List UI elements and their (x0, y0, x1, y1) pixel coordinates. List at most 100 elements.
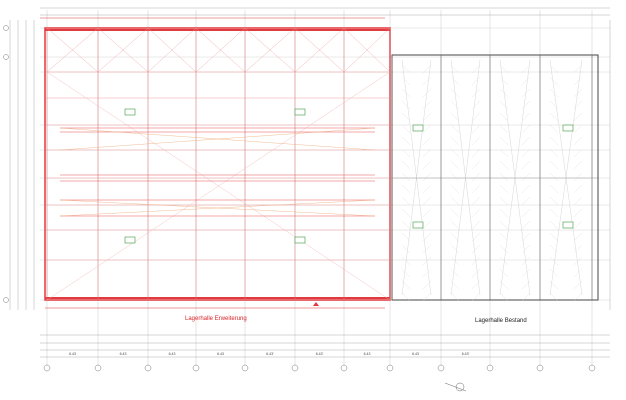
extension-bracing (46, 27, 99, 73)
existing-rack (471, 160, 481, 170)
existing-rack (450, 100, 460, 110)
existing-rack (521, 76, 531, 86)
equipment-marker (124, 108, 136, 116)
existing-rack (471, 208, 481, 218)
existing-rack (450, 136, 460, 146)
existing-rack (450, 124, 460, 134)
existing-rack (401, 172, 411, 182)
existing-rack (573, 124, 583, 134)
existing-rack (573, 88, 583, 98)
existing-rack (521, 220, 531, 230)
existing-rack (401, 208, 411, 218)
grid-axis-bubble (94, 364, 102, 372)
existing-rack (401, 244, 411, 254)
grid-axis-bubble (192, 364, 200, 372)
existing-rack (549, 124, 559, 134)
equipment-marker (412, 221, 424, 229)
existing-rack (499, 208, 509, 218)
bay-dimension-label: 6.43 (69, 352, 76, 356)
existing-rack (573, 280, 583, 290)
existing-rack (450, 148, 460, 158)
existing-rack (549, 268, 559, 278)
existing-rack (422, 172, 432, 182)
existing-rack (450, 220, 460, 230)
grid-axis-bubble (291, 364, 299, 372)
grid-axis-bubble (588, 364, 596, 372)
existing-rack (401, 280, 411, 290)
existing-rack (573, 256, 583, 266)
existing-rack (450, 256, 460, 266)
existing-rack (549, 280, 559, 290)
existing-rack (471, 64, 481, 74)
existing-rack (521, 196, 531, 206)
existing-rack (573, 64, 583, 74)
existing-rack (499, 292, 509, 302)
grid-axis-bubble (340, 364, 348, 372)
existing-rack (422, 184, 432, 194)
extension-rail-brace (59, 199, 376, 217)
equipment-marker (412, 124, 424, 132)
existing-bracing (401, 59, 432, 296)
existing-rack (521, 232, 531, 242)
existing-rack (471, 124, 481, 134)
grid-row-bubble (3, 297, 9, 303)
existing-rack (499, 184, 509, 194)
existing-rack (401, 76, 411, 86)
existing-rack (499, 256, 509, 266)
existing-rack (499, 268, 509, 278)
existing-rack (450, 232, 460, 242)
existing-rack (573, 244, 583, 254)
bay-dimension-label: 6.43' (461, 352, 470, 356)
existing-rack (471, 244, 481, 254)
existing-rack (471, 280, 481, 290)
existing-rack (521, 124, 531, 134)
existing-rack (521, 256, 531, 266)
existing-rack (521, 100, 531, 110)
existing-rack (573, 148, 583, 158)
existing-rack (471, 292, 481, 302)
existing-rack (450, 280, 460, 290)
extension-bracing (46, 71, 391, 301)
existing-rack (549, 232, 559, 242)
grid-axis-bubble (144, 364, 152, 372)
existing-rack (549, 196, 559, 206)
existing-rack (573, 76, 583, 86)
existing-rack (499, 100, 509, 110)
existing-rack (401, 100, 411, 110)
existing-rack (573, 292, 583, 302)
existing-rack (549, 64, 559, 74)
existing-rack (422, 220, 432, 230)
existing-rack (401, 160, 411, 170)
existing-rack (450, 244, 460, 254)
grid-axis-bubble (241, 364, 249, 372)
bay-dimension-label: 6.43 (168, 352, 176, 356)
existing-rack (573, 232, 583, 242)
existing-rack (549, 292, 559, 302)
existing-rack (422, 88, 432, 98)
existing-rack (401, 256, 411, 266)
existing-rack (422, 280, 432, 290)
existing-rack (573, 184, 583, 194)
existing-rack (401, 124, 411, 134)
north-arrow-line (444, 382, 467, 392)
existing-rack (422, 124, 432, 134)
existing-rack (422, 148, 432, 158)
extension-bracing (195, 27, 246, 73)
existing-rack (521, 136, 531, 146)
existing-rack (471, 220, 481, 230)
existing-rack (422, 292, 432, 302)
existing-rack (422, 208, 432, 218)
existing-rack (422, 268, 432, 278)
existing-rack (521, 244, 531, 254)
existing-rack (450, 292, 460, 302)
existing-rack (499, 244, 509, 254)
existing-rack (471, 136, 481, 146)
existing-rack (549, 160, 559, 170)
existing-bracing (499, 59, 531, 296)
existing-rack (499, 196, 509, 206)
existing-rack (499, 280, 509, 290)
existing-rack (573, 160, 583, 170)
extension-bracing (97, 27, 149, 73)
bay-dimension-label: 6.43 (412, 352, 419, 356)
